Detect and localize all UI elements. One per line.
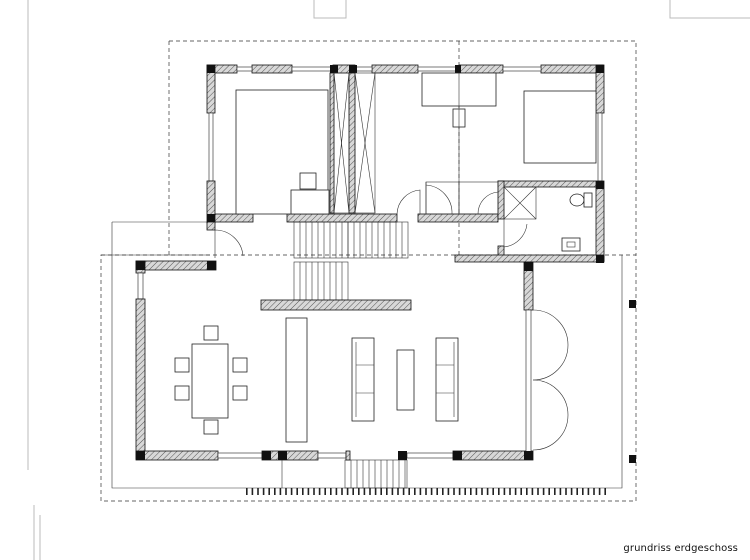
stair-treads-upper [299, 222, 403, 258]
wardrobe [333, 72, 376, 214]
upper-staircase [293, 221, 409, 259]
dining-set [174, 325, 248, 435]
entry-steps [344, 459, 408, 489]
upper-columns [207, 65, 604, 263]
bedroom-left-furniture [235, 89, 330, 215]
lower-staircase [293, 261, 349, 301]
plan-caption: grundriss erdgeschoss [623, 543, 738, 554]
stair-treads-lower [299, 262, 343, 300]
cross-lines [101, 73, 460, 488]
terrace-railing [246, 488, 606, 495]
bedroom-right-furniture [421, 72, 597, 215]
site-context-lines [27, 0, 750, 560]
entry-step-treads [350, 460, 406, 488]
bathroom-fixtures [503, 186, 593, 252]
living-room-furniture [285, 317, 459, 443]
lower-walls [135, 260, 534, 461]
lower-columns [136, 261, 636, 463]
bay-windows [532, 309, 569, 451]
